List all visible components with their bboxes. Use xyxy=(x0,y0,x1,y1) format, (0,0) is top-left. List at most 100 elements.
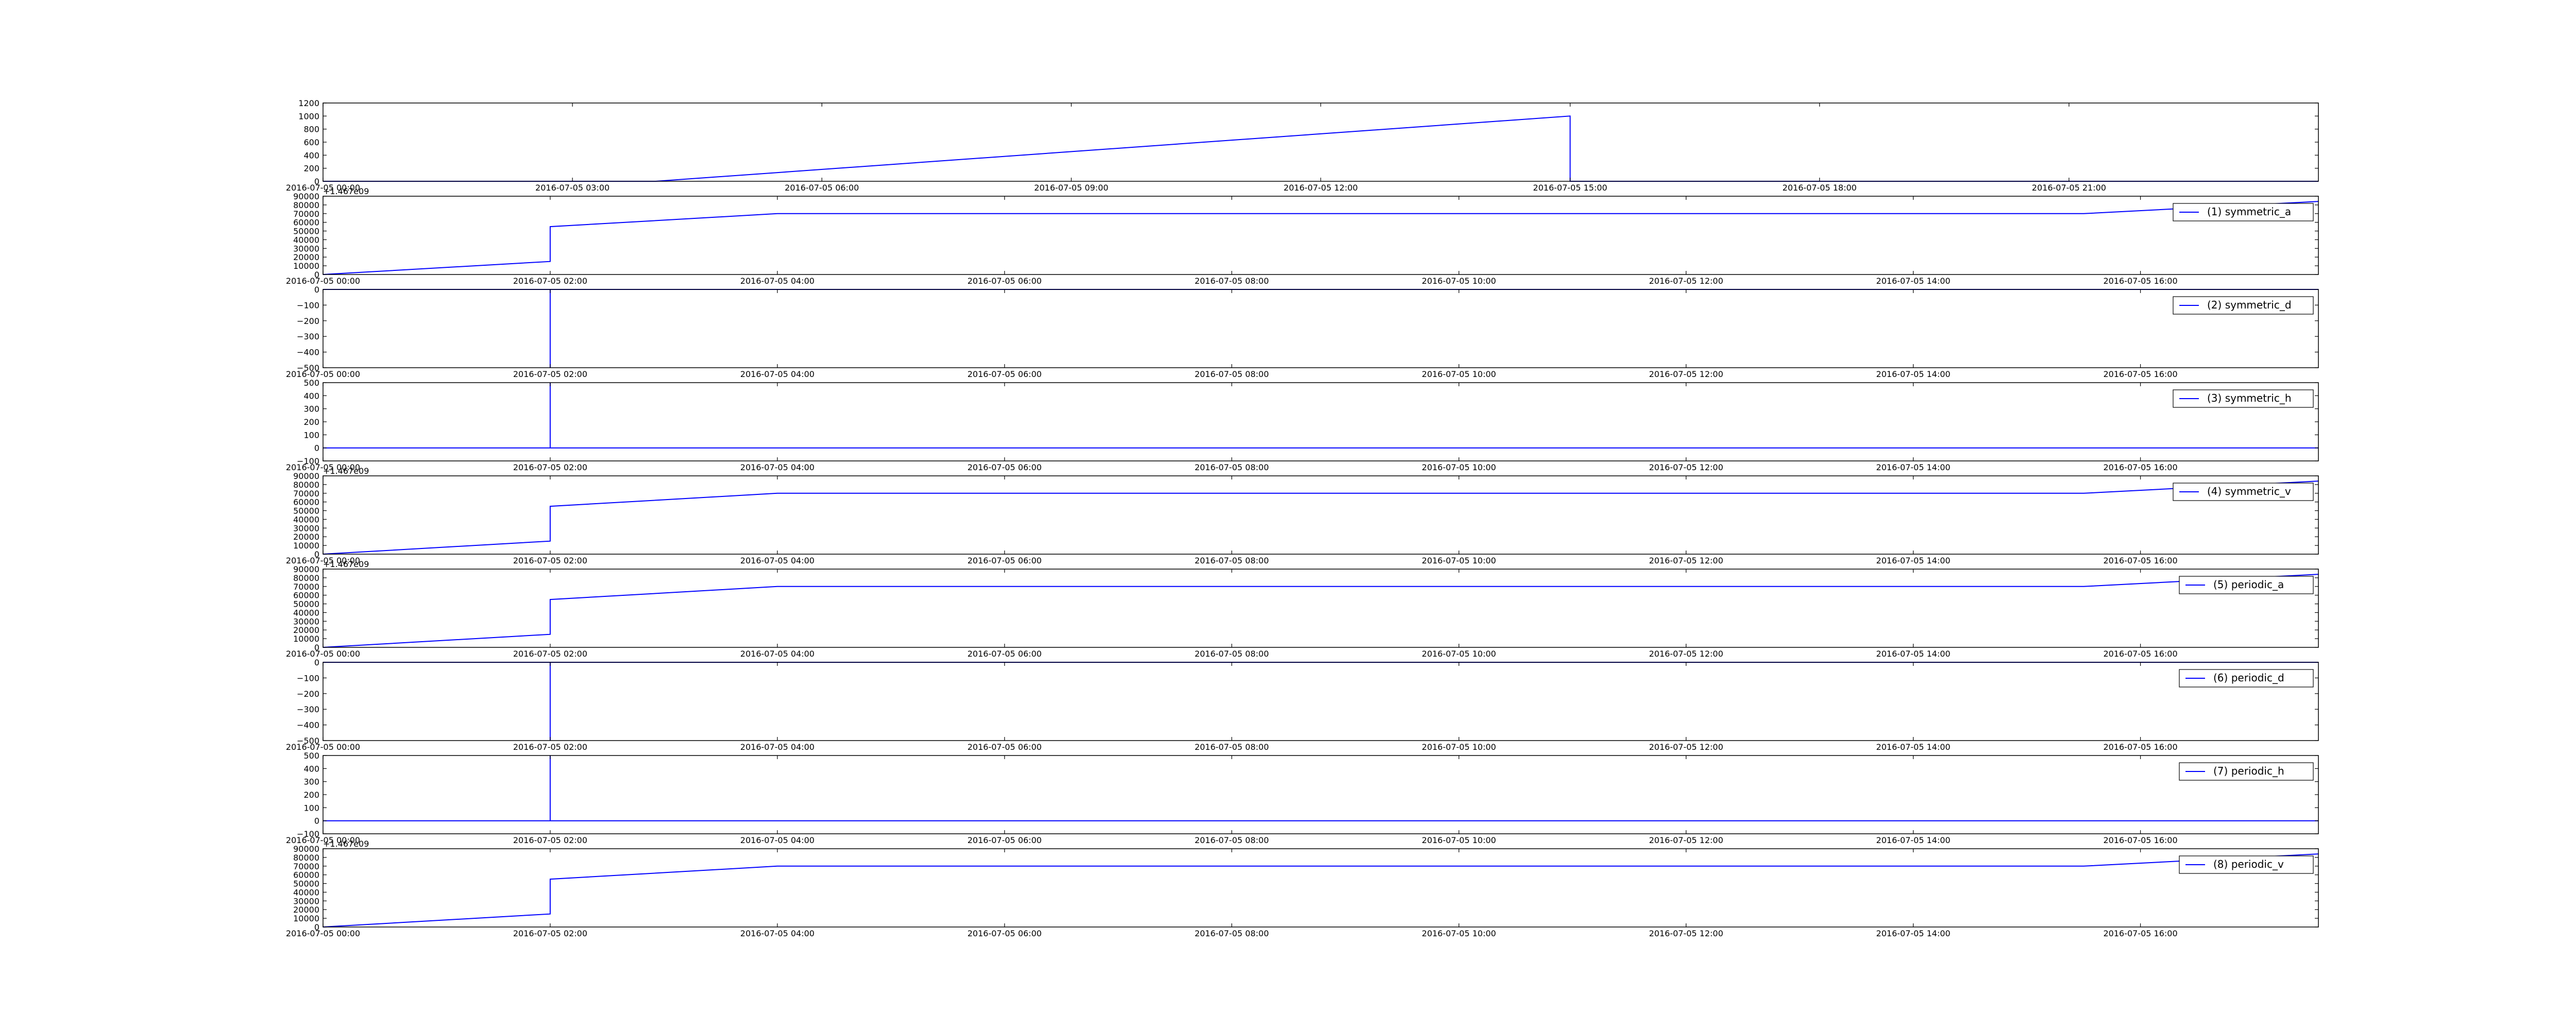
x-tick-label: 2016-07-05 12:00 xyxy=(1283,183,1358,193)
y-tick-label: 200 xyxy=(303,417,319,427)
legend-label: (8) periodic_v xyxy=(2213,858,2284,870)
y-tick-label: 300 xyxy=(303,404,319,414)
axes-frame xyxy=(323,382,2319,461)
series-line-4-1 xyxy=(323,383,2318,449)
y-tick-label: 0 xyxy=(314,177,319,186)
x-tick-label: 2016-07-05 00:00 xyxy=(286,462,360,472)
y-tick-label: 50000 xyxy=(293,227,319,236)
y-tick-label: 30000 xyxy=(293,244,319,253)
x-tick-label: 2016-07-05 04:00 xyxy=(740,462,815,472)
axes-frame xyxy=(323,848,2319,928)
y-tick-label: 10000 xyxy=(293,914,319,923)
y-tick-label: 40000 xyxy=(293,235,319,245)
x-tick-label: 2016-07-05 06:00 xyxy=(968,462,1042,472)
x-tick-label: 2016-07-05 12:00 xyxy=(1649,649,1723,659)
x-tick-label: 2016-07-05 02:00 xyxy=(513,556,587,565)
y-tick-label: 400 xyxy=(303,150,319,160)
series-line-8-1 xyxy=(323,756,2318,821)
x-tick-label: 2016-07-05 08:00 xyxy=(1195,276,1269,286)
y-tick-label: 1000 xyxy=(298,111,319,121)
y-tick-label: 60000 xyxy=(293,497,319,507)
y-tick-label: 30000 xyxy=(293,523,319,533)
y-tick-label: −300 xyxy=(297,332,319,341)
x-tick-label: 2016-07-05 14:00 xyxy=(1876,369,1951,379)
x-tick-label: 2016-07-05 16:00 xyxy=(2103,276,2177,286)
legend-label: (4) symmetric_v xyxy=(2207,485,2291,497)
legend-box xyxy=(2173,296,2314,315)
y-tick-label: 80000 xyxy=(293,480,319,490)
series-line-6-1 xyxy=(323,574,2319,648)
y-tick-label: 0 xyxy=(314,816,319,826)
legend: (4) symmetric_v xyxy=(2173,483,2314,501)
x-tick-label: 2016-07-05 04:00 xyxy=(740,649,815,659)
subplot-9: 0100002000030000400005000060000700008000… xyxy=(286,839,2319,938)
x-tick-label: 2016-07-05 04:00 xyxy=(740,276,815,286)
y-tick-label: 40000 xyxy=(293,514,319,524)
y-tick-label: 10000 xyxy=(293,261,319,271)
x-tick-label: 2016-07-05 06:00 xyxy=(968,276,1042,286)
x-tick-label: 2016-07-05 06:00 xyxy=(785,183,859,193)
subplot-6: 0100002000030000400005000060000700008000… xyxy=(286,559,2319,659)
x-tick-label: 2016-07-05 15:00 xyxy=(1533,183,1607,193)
x-tick-label: 2016-07-05 08:00 xyxy=(1195,369,1269,379)
y-tick-label: 1200 xyxy=(298,98,319,108)
x-tick-label: 2016-07-05 16:00 xyxy=(2103,369,2177,379)
axes-frame xyxy=(323,289,2319,368)
y-tick-label: 30000 xyxy=(293,616,319,626)
x-tick-label: 2016-07-05 16:00 xyxy=(2103,649,2177,659)
x-tick-label: 2016-07-05 12:00 xyxy=(1649,929,1723,938)
y-tick-label: −200 xyxy=(297,689,319,699)
x-tick-label: 2016-07-05 16:00 xyxy=(2103,835,2177,845)
y-tick-label: 90000 xyxy=(293,471,319,481)
y-tick-label: 80000 xyxy=(293,573,319,583)
x-tick-label: 2016-07-05 10:00 xyxy=(1422,369,1496,379)
y-tick-label: 200 xyxy=(303,164,319,174)
x-tick-label: 2016-07-05 06:00 xyxy=(968,556,1042,565)
y-tick-label: 60000 xyxy=(293,870,319,880)
x-tick-label: 2016-07-05 04:00 xyxy=(740,369,815,379)
y-tick-label: 100 xyxy=(303,430,319,440)
y-tick-label: 0 xyxy=(314,550,319,559)
x-tick-label: 2016-07-05 08:00 xyxy=(1195,742,1269,752)
y-tick-label: 0 xyxy=(314,270,319,280)
x-tick-label: 2016-07-05 16:00 xyxy=(2103,742,2177,752)
y-tick-label: 90000 xyxy=(293,564,319,574)
x-tick-label: 2016-07-05 04:00 xyxy=(740,835,815,845)
x-tick-label: 2016-07-05 08:00 xyxy=(1195,649,1269,659)
series-line-1-1 xyxy=(323,115,2318,182)
subplot-5: 0100002000030000400005000060000700008000… xyxy=(286,466,2319,565)
x-tick-label: 2016-07-05 06:00 xyxy=(968,742,1042,752)
y-tick-label: 20000 xyxy=(293,905,319,915)
legend-label: (3) symmetric_h xyxy=(2207,392,2292,404)
y-tick-label: 90000 xyxy=(293,844,319,854)
x-tick-label: 2016-07-05 10:00 xyxy=(1422,835,1496,845)
x-tick-label: 2016-07-05 14:00 xyxy=(1876,556,1951,565)
y-tick-label: 0 xyxy=(314,922,319,932)
x-tick-label: 2016-07-05 14:00 xyxy=(1876,276,1951,286)
y-tick-label: 0 xyxy=(314,285,319,295)
series-line-2-1 xyxy=(323,201,2319,275)
x-tick-label: 2016-07-05 14:00 xyxy=(1876,929,1951,938)
axes-frame xyxy=(323,102,2319,182)
y-tick-label: 80000 xyxy=(293,853,319,863)
y-tick-label: −100 xyxy=(297,673,319,683)
x-tick-label: 2016-07-05 00:00 xyxy=(286,929,360,938)
y-tick-label: 300 xyxy=(303,777,319,787)
y-tick-label: 50000 xyxy=(293,599,319,609)
y-tick-label: 0 xyxy=(314,443,319,453)
axis-offset-text: +1.467e09 xyxy=(323,186,369,196)
x-tick-label: 2016-07-05 12:00 xyxy=(1649,835,1723,845)
legend: (5) periodic_a xyxy=(2179,576,2314,594)
y-tick-label: 10000 xyxy=(293,541,319,551)
axis-offset-text: +1.467e09 xyxy=(323,559,369,569)
x-tick-label: 2016-07-05 21:00 xyxy=(2032,183,2106,193)
legend: (2) symmetric_d xyxy=(2173,296,2314,315)
y-tick-label: −100 xyxy=(297,829,319,839)
x-tick-label: 2016-07-05 02:00 xyxy=(513,369,587,379)
y-tick-label: 20000 xyxy=(293,532,319,542)
legend-label: (7) periodic_h xyxy=(2213,765,2284,777)
x-tick-label: 2016-07-05 08:00 xyxy=(1195,929,1269,938)
series-line-3-1 xyxy=(323,289,2318,368)
y-tick-label: 600 xyxy=(303,138,319,147)
